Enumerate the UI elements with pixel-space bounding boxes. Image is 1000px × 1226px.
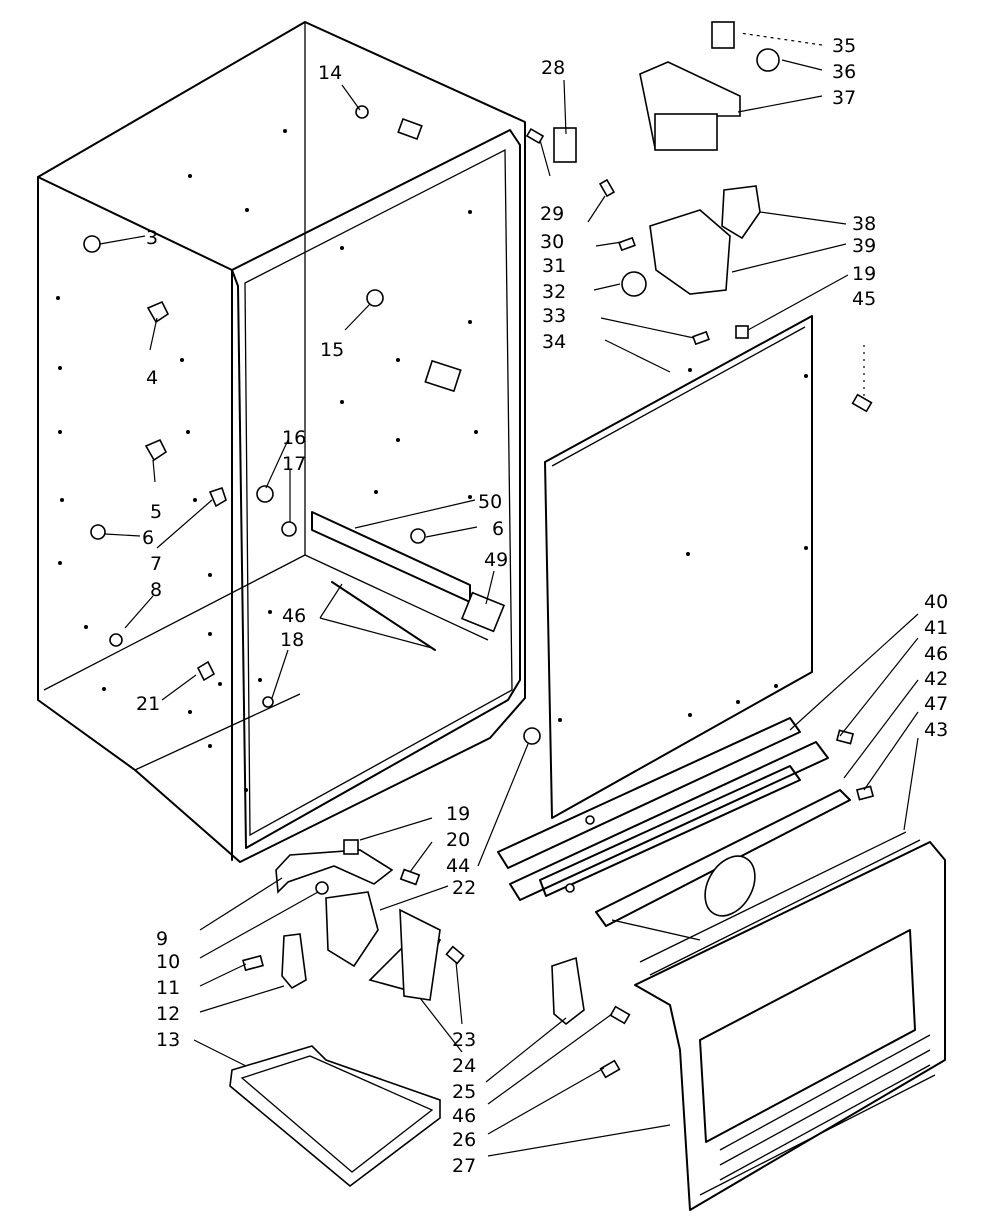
callout-38: 38 <box>852 213 876 235</box>
light-assembly <box>639 21 780 151</box>
callout-36: 36 <box>832 61 856 83</box>
callout-6b: 6 <box>492 518 504 540</box>
callout-49: 49 <box>484 549 508 571</box>
callout-13: 13 <box>156 1029 180 1051</box>
callout-29: 29 <box>540 203 564 225</box>
callout-50: 50 <box>478 491 502 513</box>
cabinet-liner <box>37 21 526 863</box>
callout-21: 21 <box>136 693 160 715</box>
control-assembly <box>525 127 873 413</box>
callout-39: 39 <box>852 235 876 257</box>
callout-35: 35 <box>832 35 856 57</box>
leader-lines <box>99 32 919 1157</box>
callout-42: 42 <box>924 668 948 690</box>
callout-27: 27 <box>452 1155 476 1177</box>
callout-20: 20 <box>446 829 470 851</box>
callout-43: 43 <box>924 719 948 741</box>
callout-31: 31 <box>542 255 566 277</box>
callout-44: 44 <box>446 855 470 877</box>
callout-33: 33 <box>542 305 566 327</box>
callout-34: 34 <box>542 331 566 353</box>
callout-45: 45 <box>852 288 876 310</box>
callout-4: 4 <box>146 367 158 389</box>
callout-12: 12 <box>156 1003 180 1025</box>
front-grille <box>634 831 946 1211</box>
callout-46c: 46 <box>452 1105 476 1127</box>
callout-47: 47 <box>924 693 948 715</box>
callout-15: 15 <box>320 339 344 361</box>
callout-14: 14 <box>318 62 342 84</box>
callout-10: 10 <box>156 951 180 973</box>
callout-37: 37 <box>832 87 856 109</box>
callout-9: 9 <box>156 928 168 950</box>
callout-28: 28 <box>541 57 565 79</box>
callout-46a: 46 <box>282 605 306 627</box>
callout-8: 8 <box>150 579 162 601</box>
callout-19a: 19 <box>852 263 876 285</box>
callout-7: 7 <box>150 553 162 575</box>
callout-41: 41 <box>924 617 948 639</box>
callout-22: 22 <box>452 877 476 899</box>
callout-32: 32 <box>542 281 566 303</box>
callout-11: 11 <box>156 977 180 999</box>
callout-18: 18 <box>280 629 304 651</box>
callout-6: 6 <box>142 527 154 549</box>
callout-17: 17 <box>282 453 306 475</box>
callout-46b: 46 <box>924 643 948 665</box>
callout-5: 5 <box>150 501 162 523</box>
callout-24: 24 <box>452 1055 476 1077</box>
callout-26: 26 <box>452 1129 476 1151</box>
callout-19b: 19 <box>446 803 470 825</box>
callout-23: 23 <box>452 1029 476 1051</box>
callout-16: 16 <box>282 427 306 449</box>
callout-3: 3 <box>146 227 158 249</box>
callout-labels: 3 4 5 6 7 8 14 15 16 17 6 50 49 46 18 21… <box>136 35 948 1177</box>
callout-40: 40 <box>924 591 948 613</box>
evaporator-cover-panel <box>544 315 813 819</box>
lower-rails <box>497 717 851 941</box>
lower-left-parts <box>229 727 875 1188</box>
callout-30: 30 <box>540 231 564 253</box>
callout-25: 25 <box>452 1081 476 1103</box>
